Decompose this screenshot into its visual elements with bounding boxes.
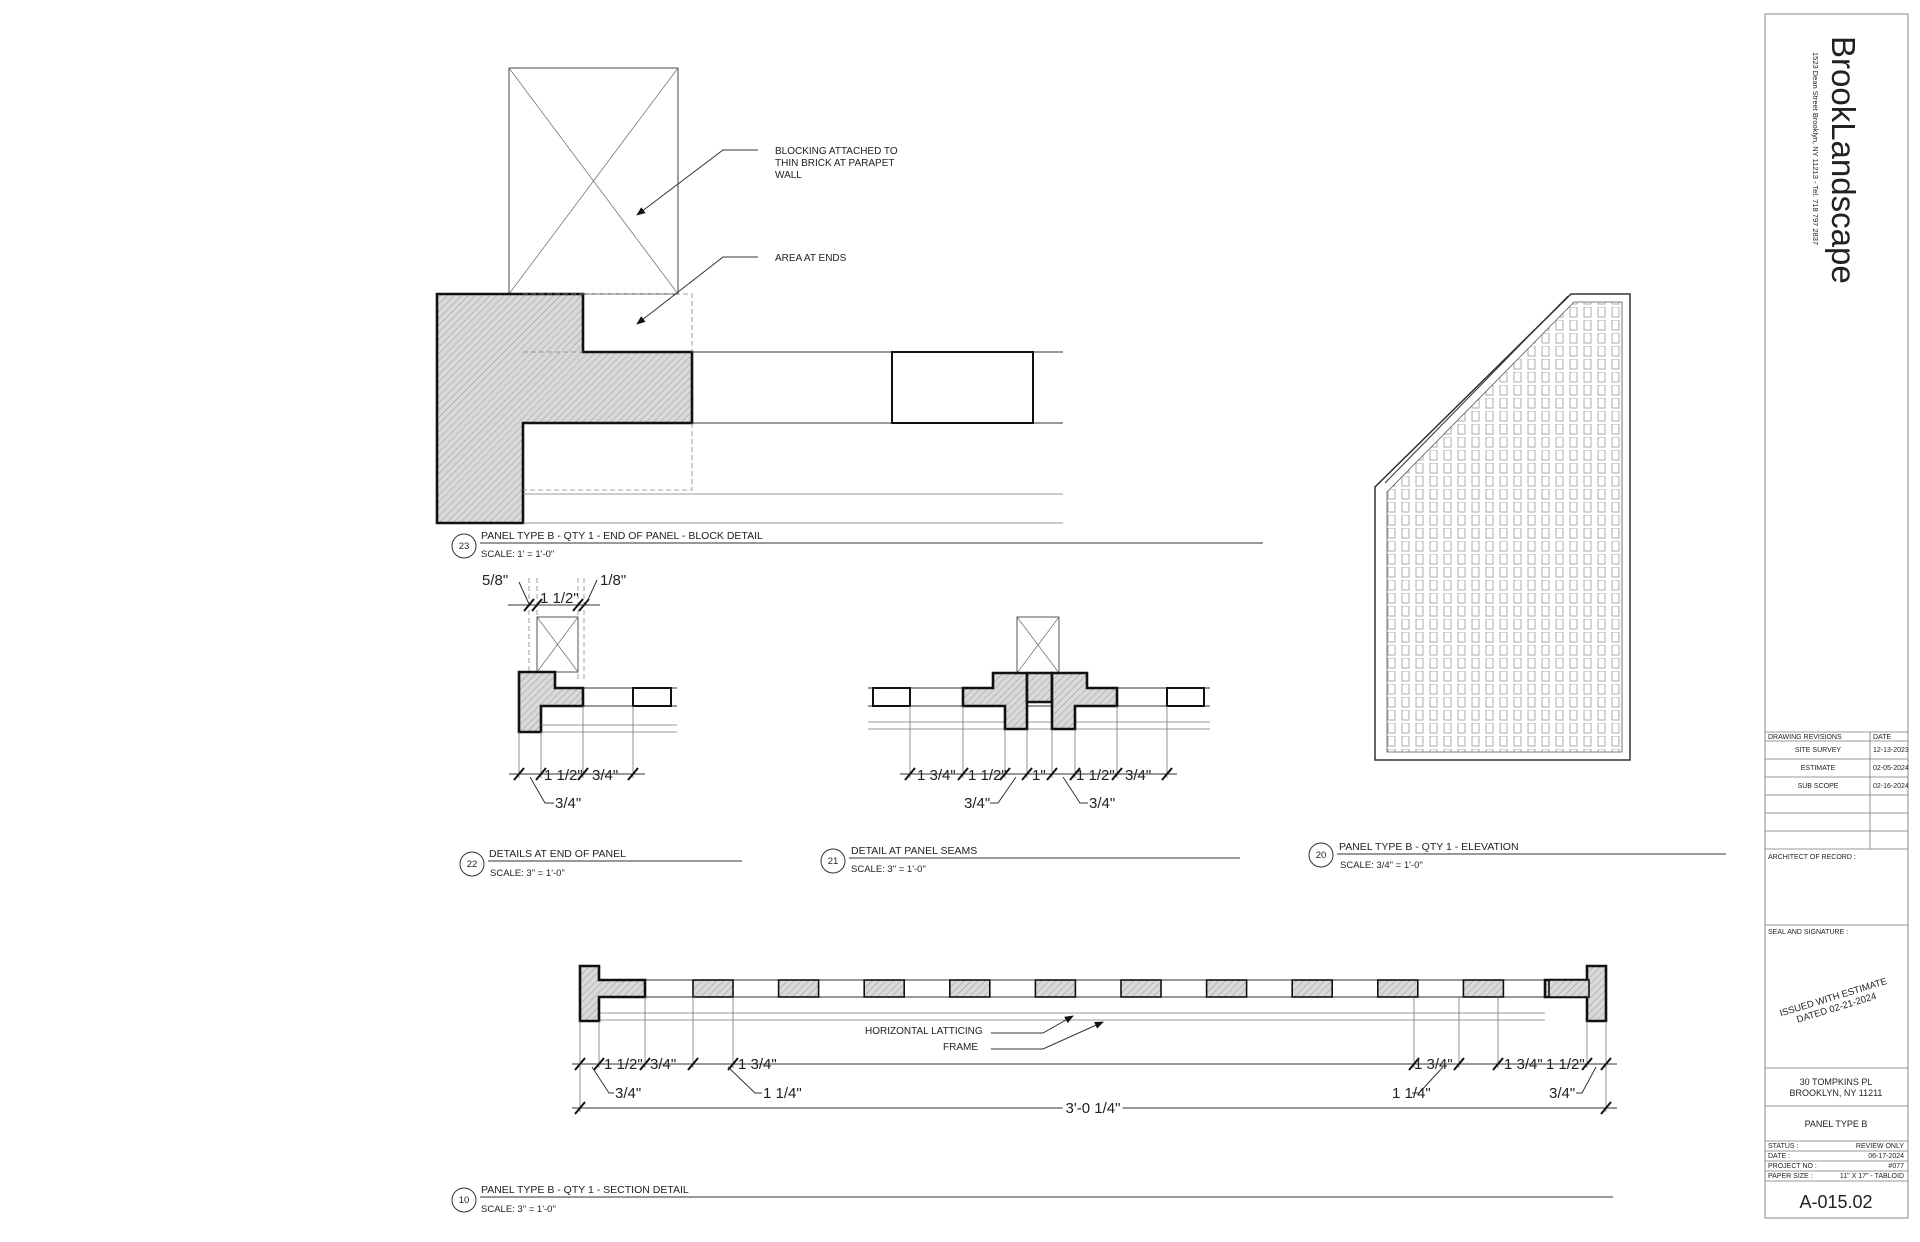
project-address-1: 30 TOMPKINS PL (1800, 1077, 1873, 1087)
date-value: 06-17-2024 (1868, 1153, 1904, 1160)
d10-dim-1-3-4-right-b: 1 3/4" (1504, 1056, 1543, 1073)
d10-dim-3-4-left-below: 3/4" (615, 1085, 641, 1102)
d10-title: PANEL TYPE B - QTY 1 - SECTION DETAIL (481, 1184, 689, 1196)
revision-row-3-label: SUB SCOPE (1798, 783, 1839, 790)
d23-title: PANEL TYPE B - QTY 1 - END OF PANEL - BL… (481, 530, 763, 542)
d21-dim-1-1-2-left: 1 1/2" (968, 767, 1007, 784)
lattice-slat (1377, 979, 1419, 998)
d20-scale: SCALE: 3/4" = 1'-0" (1340, 860, 1423, 871)
d10-dim-3-4-left-top: 3/4" (650, 1056, 676, 1073)
d23-note-line2: THIN BRICK AT PARAPET (775, 158, 894, 169)
project-no-label: PROJECT NO : (1768, 1163, 1817, 1170)
detail-20-elevation: 20 PANEL TYPE B - QTY 1 - ELEVATION SCAL… (1308, 293, 1726, 871)
lattice-slat (692, 979, 734, 998)
revision-row-2-label: ESTIMATE (1801, 765, 1836, 772)
lattice-slat (948, 979, 991, 998)
d21-dim-1: 1" (1032, 767, 1046, 784)
d23-detail-number: 23 (459, 541, 470, 552)
d22-dim-3-4-below: 3/4" (555, 795, 581, 812)
d22-dim-5-8: 5/8" (482, 572, 508, 589)
revision-row-1-date: 12-13-2023 (1873, 747, 1909, 754)
status-label: STATUS : (1768, 1143, 1799, 1150)
d20-detail-number: 20 (1316, 850, 1327, 861)
d22-scale: SCALE: 3" = 1'-0" (490, 868, 565, 879)
d20-title: PANEL TYPE B - QTY 1 - ELEVATION (1339, 841, 1519, 853)
d10-dim-1-1-4-right: 1 1/4" (1392, 1085, 1431, 1102)
detail-10-section: HORIZONTAL LATTICING FRAME 1 1/2 (451, 964, 1617, 1215)
d21-dim-1-1-2-right: 1 1/2" (1076, 767, 1115, 784)
revisions-date-header: DATE (1873, 734, 1891, 741)
d23-note-line3: WALL (775, 170, 802, 181)
d21-dim-3-4-below-left: 3/4" (964, 795, 990, 812)
date-label: DATE : (1768, 1153, 1790, 1160)
d23-scale: SCALE: 1' = 1'-0" (481, 549, 554, 560)
d21-title: DETAIL AT PANEL SEAMS (851, 845, 977, 857)
d21-detail-number: 21 (828, 856, 839, 867)
d22-dim-3-4-right: 3/4" (592, 767, 618, 784)
lattice-slat (1034, 979, 1077, 998)
status-value: REVIEW ONLY (1856, 1143, 1904, 1150)
sheet-title: PANEL TYPE B (1805, 1119, 1868, 1129)
d21-dim-3-4-below-right: 3/4" (1089, 795, 1115, 812)
lattice-slat (1291, 979, 1333, 998)
d23-note-area-at-ends: AREA AT ENDS (775, 253, 847, 264)
d10-note-frame: FRAME (943, 1042, 978, 1053)
d23-note-line1: BLOCKING ATTACHED TO (775, 146, 898, 157)
revision-row-1-label: SITE SURVEY (1795, 747, 1841, 754)
d22-dim-1-1-2-bottom: 1 1/2" (544, 767, 583, 784)
d21-dim-3-4-right: 3/4" (1125, 767, 1151, 784)
architect-label: ARCHITECT OF RECORD : (1768, 854, 1856, 861)
d22-title: DETAILS AT END OF PANEL (489, 848, 626, 860)
lattice-slat (777, 979, 820, 998)
detail-21-panel-seams: 1 3/4" 1 1/2" 1" 1 1/2" 3/4" 3/4" 3/4" 2… (820, 616, 1240, 875)
title-block: BrookLandscape 1523 Dean Street Brooklyn… (1764, 13, 1909, 1219)
issued-stamp: ISSUED WITH ESTIMATE DATED 02-21-2024 (1778, 976, 1888, 1025)
paper-size-value: 11" X 17" - TABLOID (1840, 1173, 1904, 1180)
lattice-slat (1205, 979, 1248, 998)
d10-dim-1-3-4-right-a: 1 3/4" (1414, 1056, 1453, 1073)
project-address-2: BROOKLYN, NY 11211 (1790, 1088, 1883, 1098)
lattice-slat (863, 979, 906, 998)
lattice-slat (1462, 979, 1505, 998)
d10-detail-number: 10 (459, 1195, 470, 1206)
d10-dim-1-3-4-left: 1 3/4" (738, 1056, 777, 1073)
d22-detail-number: 22 (467, 859, 478, 870)
d10-dim-1-1-2-right: 1 1/2" (1546, 1056, 1585, 1073)
d22-dim-1-1-2-top: 1 1/2" (540, 590, 579, 607)
d22-dim-1-8: 1/8" (600, 572, 626, 589)
lattice-slat (1548, 979, 1590, 998)
d10-note-latticing: HORIZONTAL LATTICING (865, 1026, 983, 1037)
firm-name: BrookLandscape (1825, 36, 1862, 284)
lattice-slat (1120, 979, 1162, 998)
detail-23-block-detail: BLOCKING ATTACHED TO THIN BRICK AT PARAP… (435, 67, 1263, 560)
revisions-header: DRAWING REVISIONS (1768, 734, 1842, 741)
sheet-number: A-015.02 (1799, 1192, 1872, 1212)
d10-dim-1-1-2-left: 1 1/2" (604, 1056, 643, 1073)
revision-row-3-date: 02-16-2024 (1873, 783, 1909, 790)
paper-size-label: PAPER SIZE : (1768, 1173, 1813, 1180)
d10-dim-1-1-4-left: 1 1/4" (763, 1085, 802, 1102)
firm-address: 1523 Dean Street Brooklyn, NY 11213 - Te… (1811, 52, 1820, 245)
d21-scale: SCALE: 3" = 1'-0" (851, 864, 926, 875)
revision-row-2-date: 02-05-2024 (1873, 765, 1909, 772)
d10-scale: SCALE: 3" = 1'-0" (481, 1204, 556, 1215)
project-no-value: #077 (1888, 1163, 1904, 1170)
detail-22-end-of-panel: 5/8" 1 1/2" 1/8" 1 1/2" 3/4" 3/4" 22 DET… (459, 572, 742, 879)
d10-dim-3-4-right-below: 3/4" (1549, 1085, 1575, 1102)
seal-label: SEAL AND SIGNATURE : (1768, 929, 1848, 936)
d21-dim-1-3-4: 1 3/4" (917, 767, 956, 784)
d10-dim-overall: 3'-0 1/4" (1066, 1100, 1121, 1117)
